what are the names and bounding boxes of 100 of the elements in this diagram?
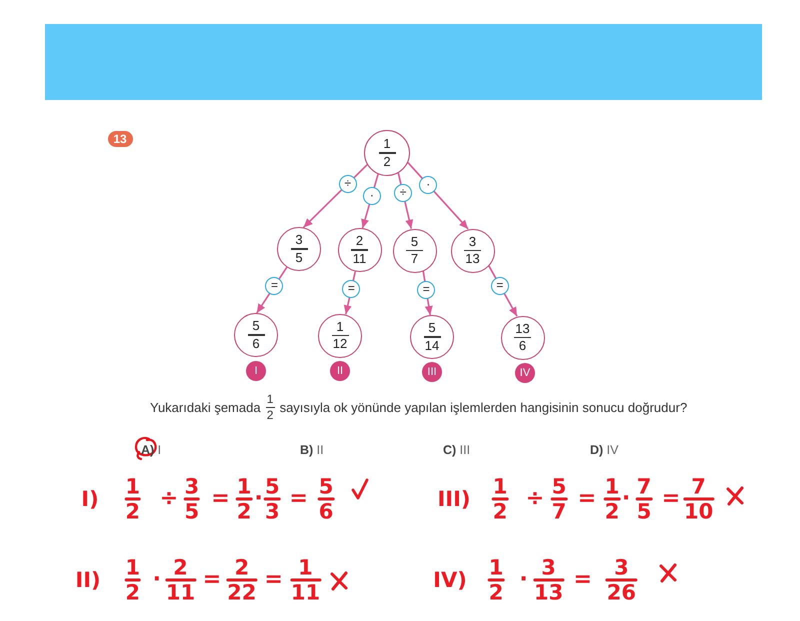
- fraction-numerator: 3: [295, 233, 303, 248]
- handwritten-operator: ·: [622, 487, 630, 511]
- edge-label: ÷: [394, 184, 412, 202]
- answer-option: C) III: [443, 443, 470, 457]
- fraction-numerator: 1: [383, 137, 391, 152]
- answer-option: A) I: [141, 443, 162, 457]
- handwritten-operator: =: [578, 487, 596, 511]
- handwritten-numerator: 2: [172, 556, 189, 578]
- handwritten-operator: ÷: [160, 487, 178, 511]
- fraction-denominator: 11: [352, 252, 366, 266]
- handwritten-denominator: 5: [183, 500, 200, 522]
- answer-option: B) II: [300, 443, 324, 457]
- solution-numeral: I): [81, 487, 99, 511]
- handwritten-denominator: 6: [318, 500, 334, 522]
- edge-label: ·: [362, 186, 381, 205]
- handwritten-numerator: 1: [604, 476, 620, 498]
- handwritten-denominator: 22: [226, 582, 258, 604]
- edge-label: =: [265, 277, 284, 296]
- fraction-numerator: 5: [428, 321, 436, 336]
- handwritten-operator: ·: [254, 487, 263, 511]
- option-numeral-marker: I: [246, 361, 266, 381]
- handwritten-numerator: 5: [318, 476, 334, 498]
- option-numeral-marker: III: [422, 362, 442, 382]
- handwritten-operator: ·: [152, 568, 161, 592]
- handwritten-numerator: 1: [488, 556, 504, 578]
- fraction-circle: [392, 228, 436, 272]
- question-text: sayısıyla ok yönünde yapılan işlemlerden hangisinin sonucu doğrudur?: [280, 400, 688, 416]
- handwritten-operator: =: [211, 487, 230, 511]
- arrow: [302, 164, 368, 228]
- handwritten-operator: =: [573, 568, 592, 592]
- fraction-denominator: 6: [252, 336, 260, 351]
- handwritten-numerator: 1: [124, 476, 141, 498]
- handwritten-numerator: 3: [183, 476, 200, 498]
- handwritten-numerator: 3: [540, 556, 557, 578]
- handwritten-numerator: 7: [636, 476, 652, 498]
- option-numeral-marker: IV: [515, 363, 535, 383]
- fraction-denominator: 6: [518, 339, 526, 354]
- handwritten-denominator: 2: [124, 582, 141, 604]
- edge-label: =: [490, 276, 509, 295]
- handwritten-denominator: 2: [124, 500, 141, 522]
- arrow: [407, 162, 469, 230]
- handwritten-numerator: 1: [124, 556, 141, 578]
- fraction-circle: [338, 228, 382, 272]
- handwritten-denominator: 11: [290, 582, 322, 604]
- handwritten-denominator: 3: [264, 500, 281, 522]
- fraction-numerator: 5: [410, 234, 418, 249]
- edge-label: ·: [419, 176, 438, 194]
- fraction-numerator: 2: [356, 234, 364, 248]
- fraction-denominator: 2: [383, 154, 391, 169]
- option-numeral-marker: II: [330, 361, 350, 381]
- fraction-circle: [234, 313, 278, 357]
- arrow: [344, 271, 356, 314]
- handwritten-numerator: 7: [690, 476, 707, 498]
- fraction-numerator: 1: [336, 320, 344, 334]
- fraction-denominator: 2: [266, 409, 274, 422]
- handwritten-denominator: 5: [636, 500, 652, 522]
- fraction-circle: [277, 227, 321, 271]
- handwritten-denominator: 10: [682, 500, 714, 522]
- arrow: [398, 172, 414, 229]
- edge-label: =: [417, 281, 436, 300]
- handwritten-denominator: 7: [550, 500, 568, 522]
- fraction-numerator: 13: [515, 322, 530, 336]
- handwritten-operator: =: [264, 568, 283, 592]
- fraction-numerator: 3: [468, 234, 476, 249]
- handwritten-denominator: 2: [488, 582, 504, 604]
- fraction-denominator: 5: [295, 250, 303, 265]
- handwritten-operator: =: [289, 487, 308, 511]
- fraction-circle: [500, 316, 544, 360]
- arrow: [488, 265, 518, 317]
- question-number: 13: [108, 131, 132, 147]
- fraction-circle: [410, 315, 454, 359]
- answer-option: D) IV: [590, 443, 618, 457]
- handwritten-denominator: 2: [492, 500, 508, 522]
- handwritten-denominator: 13: [532, 582, 564, 604]
- fraction-circle: [450, 228, 494, 272]
- handwritten-numerator: 2: [233, 556, 250, 578]
- solution-numeral: III): [437, 487, 471, 511]
- handwritten-denominator: 2: [604, 500, 620, 522]
- handwritten-operator: ·: [519, 568, 528, 592]
- handwritten-denominator: 2: [236, 500, 252, 522]
- edge-label: ÷: [338, 174, 357, 193]
- handwritten-numerator: 5: [550, 476, 568, 498]
- fraction-numerator: 5: [252, 319, 260, 334]
- handwritten-operator: =: [662, 487, 680, 511]
- handwritten-denominator: 26: [606, 582, 637, 604]
- fraction-denominator: 12: [332, 337, 348, 352]
- fraction-denominator: 13: [465, 252, 480, 266]
- solution-numeral: II): [75, 568, 101, 592]
- handwritten-operator: ÷: [526, 487, 544, 511]
- arrow: [256, 266, 288, 314]
- arrow: [361, 174, 379, 228]
- fraction-numerator: 1: [266, 393, 274, 406]
- handwritten-numerator: 1: [297, 556, 314, 578]
- arrow: [422, 270, 433, 316]
- fraction-denominator: 14: [424, 338, 440, 353]
- handwritten-numerator: 5: [264, 476, 281, 498]
- handwritten-numerator: 1: [492, 476, 508, 498]
- handwritten-operator: =: [202, 568, 222, 592]
- solution-numeral: IV): [433, 568, 467, 592]
- question-text: Yukarıdaki şemada: [150, 400, 261, 416]
